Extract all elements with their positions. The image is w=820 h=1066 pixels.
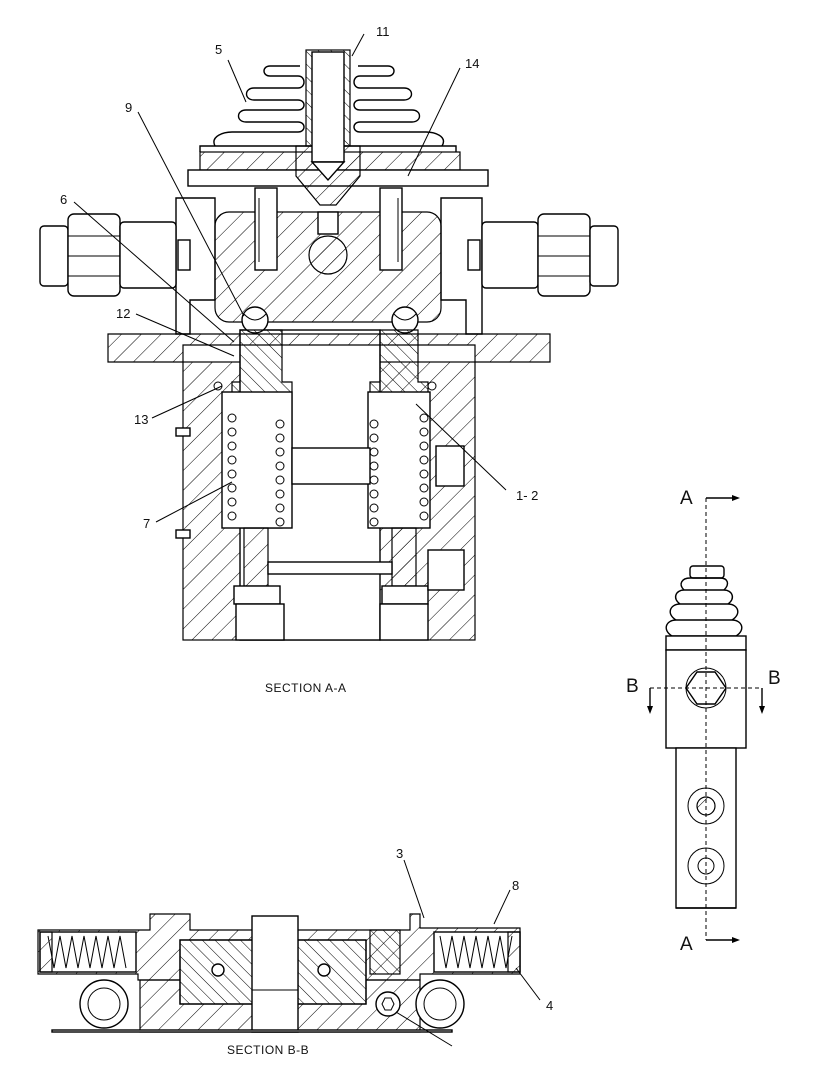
callout-1-2: 1- 2	[516, 488, 538, 503]
callout-6: 6	[60, 192, 67, 207]
right-mount	[415, 979, 465, 1029]
callouts-b: 3 8 4	[396, 846, 553, 1013]
stem-bore	[311, 51, 345, 163]
marker-a-top: A	[680, 488, 693, 509]
external-view	[647, 495, 765, 943]
cross-passage	[291, 447, 371, 485]
marker-a-bottom: A	[680, 934, 693, 955]
right-bolt	[379, 187, 403, 271]
cam-screw	[317, 211, 339, 235]
callouts-a: 5 11 14 9 6 12 13 7 1- 2	[60, 24, 538, 531]
b-left-spring	[47, 935, 127, 969]
boot-right-folds	[353, 65, 445, 147]
right-spring	[369, 413, 429, 527]
ext-boot-1	[665, 619, 743, 637]
lower-passage	[267, 561, 393, 575]
center-shaft	[251, 915, 299, 1033]
left-shell	[175, 197, 216, 335]
left-bolt	[254, 187, 278, 271]
section-b-caption: SECTION B-B	[227, 1043, 309, 1057]
section-a-caption: SECTION A-A	[265, 681, 347, 695]
callout-7: 7	[143, 516, 150, 531]
callout-3: 3	[396, 846, 403, 861]
cam-pin	[308, 235, 348, 275]
boot-left-folds	[213, 65, 305, 147]
callout-5: 5	[215, 42, 222, 57]
right-fitting	[467, 213, 619, 297]
section-b-b-drawing	[37, 913, 521, 1033]
leader-lines-a	[73, 33, 507, 523]
callout-10: 11	[376, 24, 390, 39]
marker-b-left: B	[626, 676, 639, 697]
socket-screw	[375, 991, 401, 1017]
left-fitting	[39, 213, 191, 297]
callout-12: 13	[134, 412, 148, 427]
callout-8: 8	[512, 878, 519, 893]
callout-13: 14	[465, 56, 479, 71]
left-mount	[79, 979, 129, 1029]
right-spring-cavity	[433, 931, 521, 973]
flange	[107, 333, 551, 363]
left-plunger-assembly	[221, 329, 293, 605]
right-plunger-assembly	[367, 329, 465, 605]
marker-b-right: B	[768, 668, 781, 689]
callout-4: 4	[546, 998, 553, 1013]
spacer	[369, 929, 401, 975]
callout-11: 12	[116, 306, 130, 321]
left-spring	[227, 413, 285, 527]
right-shell	[440, 197, 483, 335]
section-a-a-drawing	[39, 49, 619, 641]
leader-lines-b	[395, 859, 541, 1047]
left-port	[235, 603, 285, 641]
callout-9: 9	[125, 100, 132, 115]
right-port	[379, 603, 429, 641]
b-right-spring	[439, 935, 513, 969]
